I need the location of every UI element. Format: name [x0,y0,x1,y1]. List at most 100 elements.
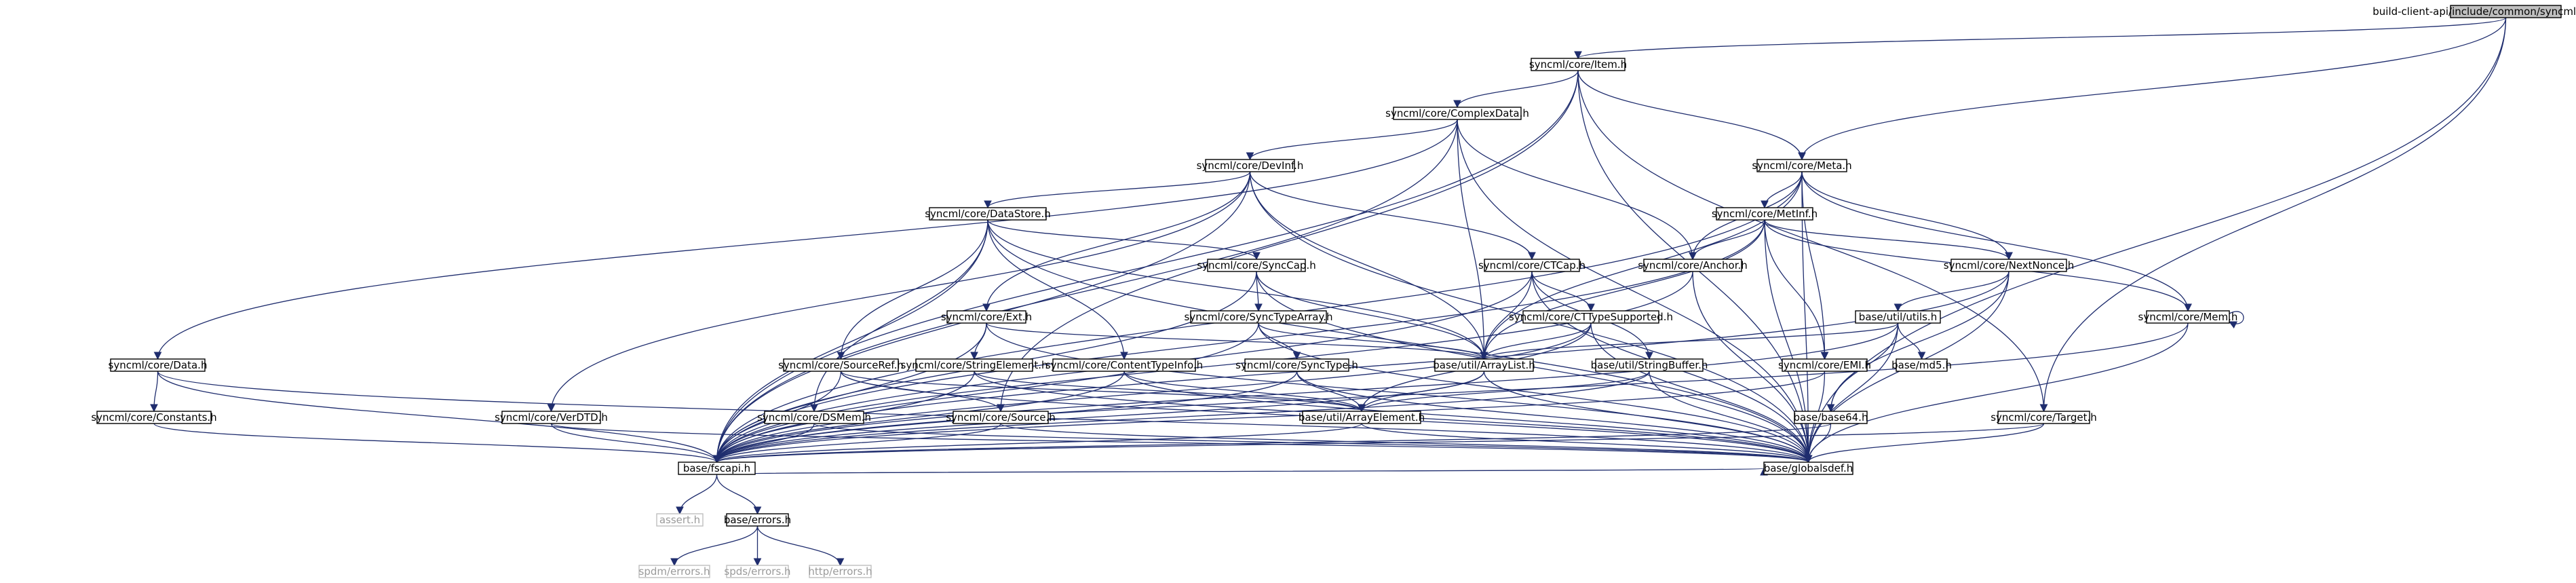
node-box [1531,58,1626,71]
node-verdtd[interactable]: syncml/core/VerDTD.h [495,411,608,424]
node-box [1052,358,1196,372]
node-label: syncml/core/SyncTypeArray.h [1185,311,1333,323]
edge-complexdata-to-arraylist [1457,119,1488,360]
node-ext[interactable]: syncml/core/Ext.h [941,310,1032,324]
node-emi[interactable]: syncml/core/EMI.h [1778,358,1871,372]
node-box [1190,310,1327,324]
edge-anchor-to-fscapi [712,271,1693,464]
edge-metinf-to-emi [1764,219,1829,360]
edge-stringbuffer-to-globalsdef [1649,371,1813,464]
node-synccap[interactable]: syncml/core/SyncCap.h [1197,259,1316,272]
node-fscapi[interactable]: base/fscapi.h [678,462,756,475]
node-box [1522,310,1659,324]
node-meta[interactable]: syncml/core/Meta.h [1752,159,1852,172]
node-data[interactable]: syncml/core/Data.h [109,358,208,372]
node-label: syncml/core/Mem.h [2138,311,2238,323]
node-arrayelement[interactable]: base/util/ArrayElement.h [1299,411,1425,424]
node-stringbuffer[interactable]: base/util/StringBuffer.h [1591,358,1708,372]
node-label: http/errors.h [808,565,872,578]
node-box [501,411,601,424]
edge-complexdata-to-devinf [1246,119,1458,161]
node-arraylist[interactable]: base/util/ArrayList.h [1433,358,1535,372]
node-base64[interactable]: base/base64.h [1794,411,1868,424]
node-utils[interactable]: base/util/utils.h [1855,310,1941,324]
node-ctcap[interactable]: syncml/core/CTCap.h [1478,259,1585,272]
edge-meta-to-metinf [1761,171,1803,209]
node-md5[interactable]: base/md5.h [1891,358,1952,372]
edge-mem-to-globalsdef [1804,322,2189,464]
node-httperrors: http/errors.h [808,565,872,578]
edge-item-to-complexdata [1453,70,1579,109]
node-label: syncml/core/SyncType.h [1235,359,1358,371]
node-box [96,411,212,424]
node-label: syncml/core/SourceRef.h [778,359,904,371]
node-label: syncml/core/DataStore.h [925,208,1051,220]
edge-fscapi-to-assert [676,474,718,515]
node-complexdata[interactable]: syncml/core/ComplexData.h [1385,107,1529,120]
node-target[interactable]: syncml/core/Target.h [1991,411,2097,424]
node-errors[interactable]: base/errors.h [724,513,791,527]
node-constants[interactable]: syncml/core/Constants.h [91,411,217,424]
node-synctypearray[interactable]: syncml/core/SyncTypeArray.h [1185,310,1333,324]
edge-dsmem-to-globalsdef [813,423,1812,464]
node-box [915,358,1033,372]
edge-datastore-to-contenttypeinfo [987,219,1128,360]
node-stringelement[interactable]: syncml/core/StringElement.h [901,358,1048,372]
edge-nextnonce-to-base64 [1826,271,2010,413]
node-box [1393,107,1522,120]
node-assert: assert.h [656,513,704,527]
edge-meta-to-arraylist [1480,171,1803,360]
edge-errors-to-spdmerrors [670,525,758,567]
node-label: syncml/core/Anchor.h [1638,259,1748,271]
edge-target-to-fscapi [713,423,2045,464]
node-label: base/globalsdef.h [1764,462,1853,474]
edge-devinf-to-datastore [984,171,1251,209]
node-contenttypeinfo[interactable]: syncml/core/ContentTypeInfo.h [1045,358,1203,372]
node-box [1434,358,1534,372]
edge-stringbuffer-to-fscapi [712,371,1650,464]
node-mem[interactable]: syncml/core/Mem.h [2138,310,2238,324]
node-anchor[interactable]: syncml/core/Anchor.h [1638,259,1748,272]
edge-ctcap-to-ctts [1531,271,1595,312]
node-label: syncml/core/DevInf.h [1197,159,1304,172]
edge-ctts-to-arraylist [1480,322,1592,360]
node-datastore[interactable]: syncml/core/DataStore.h [925,207,1051,221]
node-root: build-client-api/include/common/syncml/c… [2372,5,2576,18]
node-box [1896,358,1948,372]
node-metinf[interactable]: syncml/core/MetInf.h [1712,207,1818,221]
node-box [656,513,704,527]
node-spdserrors: spds/errors.h [724,565,791,578]
edge-root-to-target [2039,17,2507,413]
node-source[interactable]: syncml/core/Source.h [946,411,1056,424]
node-box [1244,358,1349,372]
edge-metinf-to-anchor [1689,219,1765,261]
edge-complexdata-to-fscapi [712,119,1458,464]
node-nextnonce[interactable]: syncml/core/NextNonce.h [1944,259,2074,272]
node-ctts[interactable]: syncml/core/CTTypeSupported.h [1509,310,1673,324]
edge-datastore-to-fscapi [712,219,988,464]
node-box [1794,411,1868,424]
edge-fscapi-to-globalsdef [716,467,1766,476]
edge-target-to-globalsdef [1804,423,2045,464]
node-label: syncml/core/Item.h [1529,58,1627,71]
node-label: build-client-api/include/common/syncml/c… [2372,5,2576,18]
edge-complexdata-to-globalsdef [1457,119,1813,464]
edge-arrayelement-to-globalsdef [1361,423,1813,464]
node-box [809,565,872,578]
edge-meta-to-mem [1801,171,2192,312]
node-devinf[interactable]: syncml/core/DevInf.h [1197,159,1304,172]
edge-ext-to-fscapi [712,322,987,464]
node-box [764,411,864,424]
node-dsmem[interactable]: syncml/core/DSMem.h [757,411,871,424]
edge-datastore-to-sourceref [837,219,988,360]
node-sourceref[interactable]: syncml/core/SourceRef.h [778,358,904,372]
node-label: base/md5.h [1891,359,1952,371]
node-label: syncml/core/CTCap.h [1478,259,1585,271]
node-synctype[interactable]: syncml/core/SyncType.h [1235,358,1358,372]
edge-source-to-fscapi [712,423,1001,464]
node-label: syncml/core/VerDTD.h [495,411,608,424]
node-item[interactable]: syncml/core/Item.h [1529,58,1627,71]
node-globalsdef[interactable]: base/globalsdef.h [1763,462,1853,475]
node-label: spdm/errors.h [639,565,710,578]
edge-ext-to-stringelement [970,322,987,360]
